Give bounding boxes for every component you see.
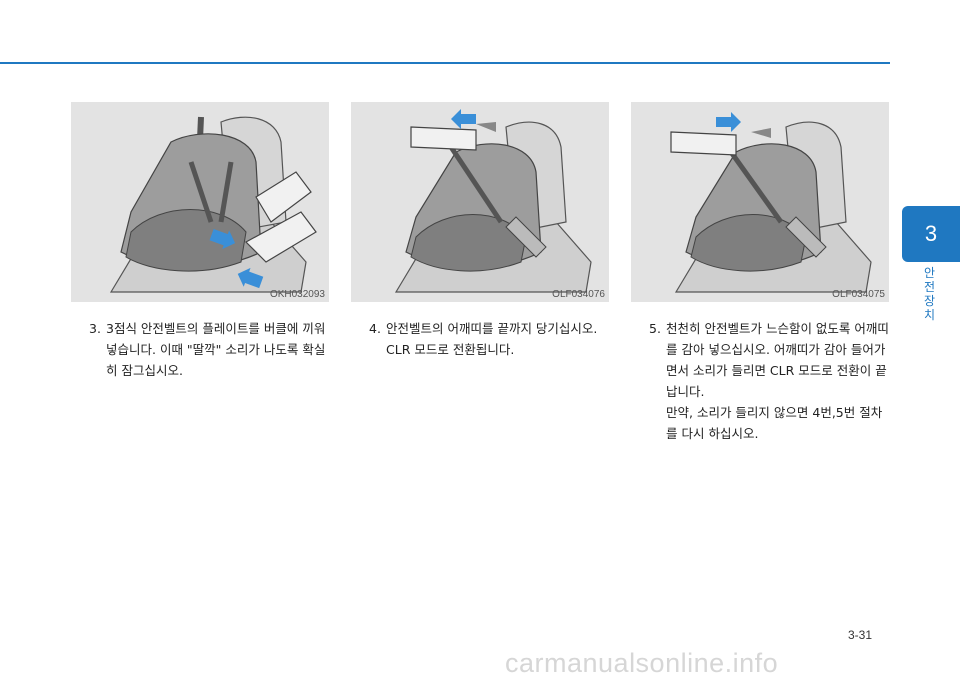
step-number: 3. [89, 321, 101, 336]
chapter-tab[interactable]: 3 [902, 206, 960, 262]
step-5: 5. 천천히 안전벨트가 느슨함이 없도록 어깨띠를 감아 넣으십시오. 어깨띠… [649, 318, 893, 444]
page-number: 3-31 [848, 628, 873, 642]
step-number: 4. [369, 321, 381, 336]
car-seat-illustration [394, 109, 592, 293]
watermark: carmanualsonline.info [505, 648, 779, 678]
figure-pull-shoulder-belt: OLF034076 [351, 102, 609, 302]
step-note: 만약, 소리가 들리지 않으면 4번,5번 절차를 다시 하십시오. [666, 405, 883, 441]
step-text: 3점식 안전벨트의 플레이트를 버클에 끼워 넣습니다. 이때 "딸깍" 소리가… [106, 321, 326, 378]
figure-code: OLF034076 [552, 289, 605, 300]
figure-code: OKH032093 [269, 289, 325, 300]
chapter-number: 3 [924, 221, 938, 246]
step-4: 4. 안전벨트의 어깨띠를 끝까지 당기십시오. CLR 모드로 전환됩니다. [369, 318, 613, 360]
figure-buckle-insert: OKH032093 [71, 102, 329, 302]
car-seat-illustration [670, 112, 872, 293]
figure-code: OLF034075 [832, 289, 885, 300]
figure-retract-shoulder-belt: OLF034075 [631, 102, 889, 302]
step-text: 안전벨트의 어깨띠를 끝까지 당기십시오. CLR 모드로 전환됩니다. [386, 321, 598, 357]
top-rule [0, 62, 890, 64]
chapter-title: 안전 장치 [923, 266, 937, 322]
step-3: 3. 3점식 안전벨트의 플레이트를 버클에 끼워 넣습니다. 이때 "딸깍" … [89, 318, 333, 381]
car-seat-illustration [109, 116, 317, 293]
step-number: 5. [649, 321, 661, 336]
step-text: 천천히 안전벨트가 느슨함이 없도록 어깨띠를 감아 넣으십시오. 어깨띠가 감… [666, 321, 889, 399]
